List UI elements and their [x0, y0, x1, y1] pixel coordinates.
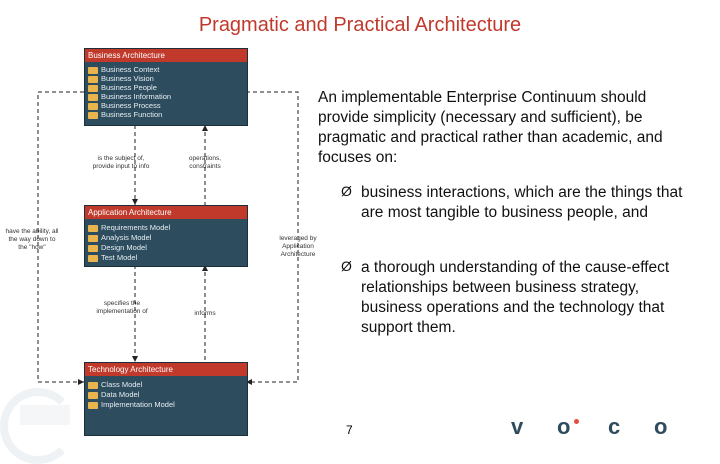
- technology-item: Class Model: [88, 380, 142, 389]
- application-item: Test Model: [88, 253, 137, 262]
- folder-icon: [88, 254, 98, 262]
- folder-icon: [88, 111, 98, 119]
- folder-icon: [88, 234, 98, 242]
- folder-icon: [88, 391, 98, 399]
- bullet-item: business interactions, which are the thi…: [361, 184, 683, 221]
- application-item: Requirements Model: [88, 223, 170, 232]
- folder-icon: [88, 224, 98, 232]
- slide-title: Pragmatic and Practical Architecture: [198, 14, 522, 36]
- business-item: Business Information: [88, 92, 171, 101]
- logo-letter-v: v: [511, 414, 524, 439]
- diagram-connectors: [37, 91, 299, 385]
- technology-architecture-header: Technology Architecture: [85, 363, 247, 376]
- application-item: Design Model: [88, 243, 147, 252]
- business-architecture-header: Business Architecture: [85, 49, 247, 62]
- folder-icon: [88, 84, 98, 92]
- far-right-connector: [246, 91, 299, 383]
- arrowhead-far-right: [246, 379, 252, 385]
- note-left-mid: is the subject of, provide input to info: [92, 155, 150, 170]
- folder-icon: [88, 66, 98, 74]
- bullet-item: a thorough understanding of the cause-ef…: [361, 259, 670, 336]
- business-architecture-box: Business Architecture Business Context B…: [84, 48, 248, 126]
- note-lower-right: informs: [194, 310, 216, 317]
- logo-letter-o2: o: [654, 414, 668, 439]
- technology-architecture-box: Technology Architecture Class Model Data…: [84, 362, 248, 436]
- background-swirl-shade: [20, 405, 70, 425]
- business-item: Business Process: [88, 101, 161, 110]
- note-far-left: have the ability, all the way down to th…: [5, 228, 59, 251]
- arrowhead-far-left: [78, 379, 84, 385]
- intro-paragraph: An implementable Enterprise Continuum sh…: [318, 89, 663, 166]
- logo-dot: [574, 419, 579, 424]
- note-right-mid: operations, constraints: [188, 155, 222, 170]
- folder-icon: [88, 93, 98, 101]
- business-item: Business Context: [88, 65, 159, 74]
- business-item: Business Vision: [88, 74, 154, 83]
- folder-icon: [88, 75, 98, 83]
- folder-icon: [88, 102, 98, 110]
- arrowhead-biz-app-right: [202, 125, 208, 131]
- bullet-arrow-icon: Ø: [341, 183, 352, 199]
- business-item: Business Function: [88, 110, 162, 119]
- application-architecture-box: Application Architecture Requirements Mo…: [84, 205, 248, 267]
- note-far-right: leveraged by Application Architecture: [279, 235, 317, 258]
- logo-letter-o: o: [557, 414, 571, 439]
- application-item: Analysis Model: [88, 233, 151, 242]
- bullet-arrow-icon: Ø: [341, 258, 352, 274]
- technology-item: Implementation Model: [88, 400, 175, 409]
- note-lower-left: specifies the implementation of: [96, 300, 148, 315]
- folder-icon: [88, 401, 98, 409]
- application-architecture-header: Application Architecture: [85, 206, 247, 219]
- business-item: Business People: [88, 83, 157, 92]
- arrowhead-app-tech-left: [132, 356, 138, 362]
- logo-letter-c: c: [608, 414, 621, 439]
- arrowhead-biz-app-left: [132, 199, 138, 205]
- folder-icon: [88, 244, 98, 252]
- page-number: 7: [346, 423, 353, 437]
- arrowhead-app-tech-right: [202, 265, 208, 271]
- folder-icon: [88, 381, 98, 389]
- far-left-connector: [37, 91, 84, 383]
- technology-item: Data Model: [88, 390, 139, 399]
